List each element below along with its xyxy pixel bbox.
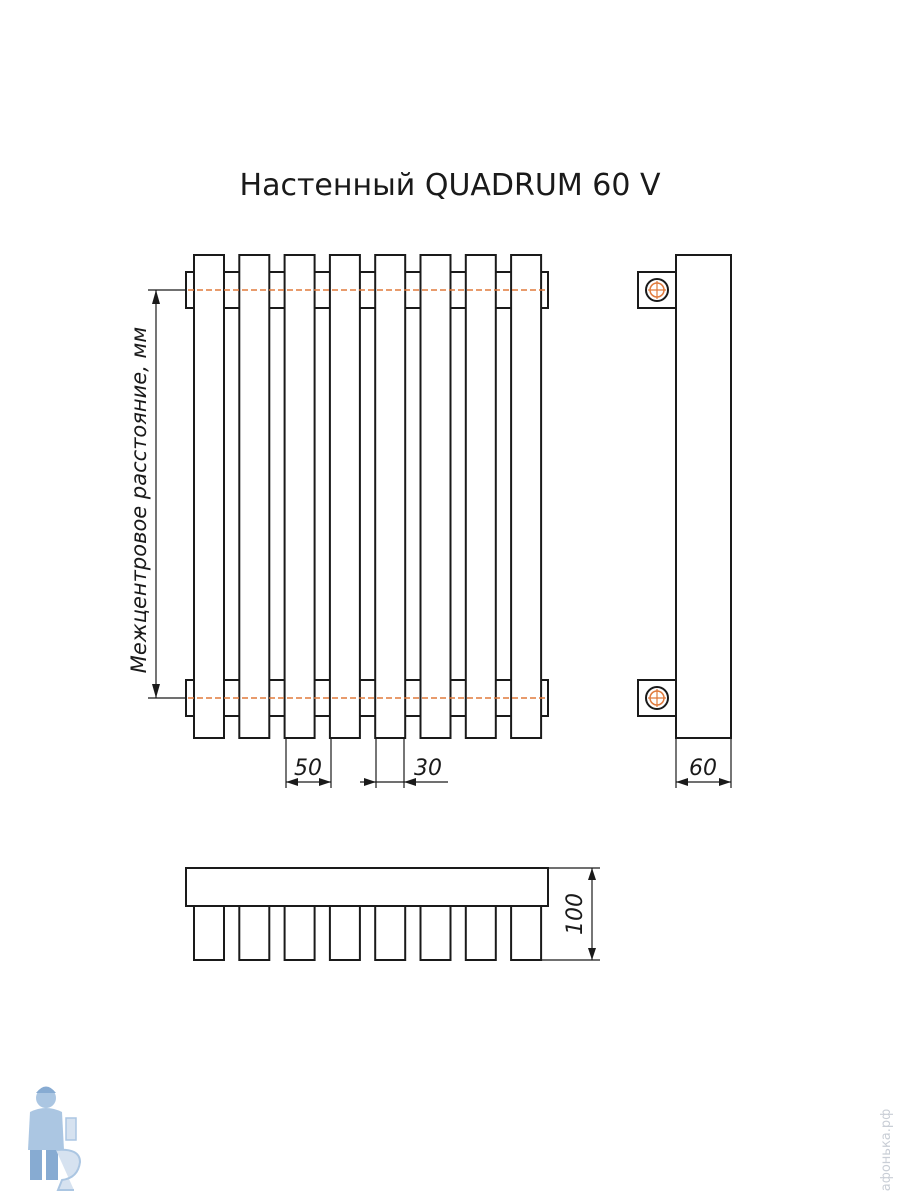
- section-pitch-value: 50: [294, 756, 322, 781]
- radiator-section: [193, 254, 225, 739]
- depth-dimension: 60: [675, 738, 732, 788]
- top-view-section: [283, 905, 316, 961]
- gap-dimension: 30: [360, 738, 448, 788]
- top-height-value: 100: [563, 893, 588, 935]
- top-view-section: [510, 905, 543, 961]
- pipe-connection-icon: [645, 686, 669, 710]
- side-body: [675, 254, 732, 739]
- radiator-section: [328, 254, 361, 739]
- gap-value: 30: [414, 756, 442, 781]
- radiator-section: [238, 254, 271, 739]
- top-view-sections: [193, 905, 543, 961]
- front-view: [185, 254, 549, 739]
- radiator-section: [283, 254, 316, 739]
- center-distance-label: Межцентровое расстояние, мм: [127, 327, 151, 674]
- top-view-section: [193, 905, 225, 961]
- top-view-header: [185, 867, 549, 907]
- radiator-section: [374, 254, 407, 739]
- center-distance-dimension: Межцентровое расстояние, мм: [127, 289, 186, 699]
- top-view-section: [464, 905, 497, 961]
- depth-value: 60: [689, 756, 717, 781]
- radiator-section: [510, 254, 543, 739]
- section-pitch-dimension: 50: [285, 738, 332, 788]
- front-sections: [193, 254, 543, 739]
- pipe-connection-icon: [645, 278, 669, 302]
- top-view-section: [328, 905, 361, 961]
- drawing-title: Настенный QUADRUM 60 V: [240, 168, 661, 203]
- top-view-section: [238, 905, 271, 961]
- plumber-logo-icon: [28, 1086, 82, 1191]
- side-view: [637, 254, 732, 739]
- radiator-section: [419, 254, 452, 739]
- top-view: [185, 867, 549, 961]
- top-view-section: [374, 905, 407, 961]
- radiator-section: [464, 254, 497, 739]
- top-height-dimension: 100: [540, 867, 600, 961]
- watermark: афонька.рф: [879, 1109, 894, 1192]
- top-view-section: [419, 905, 452, 961]
